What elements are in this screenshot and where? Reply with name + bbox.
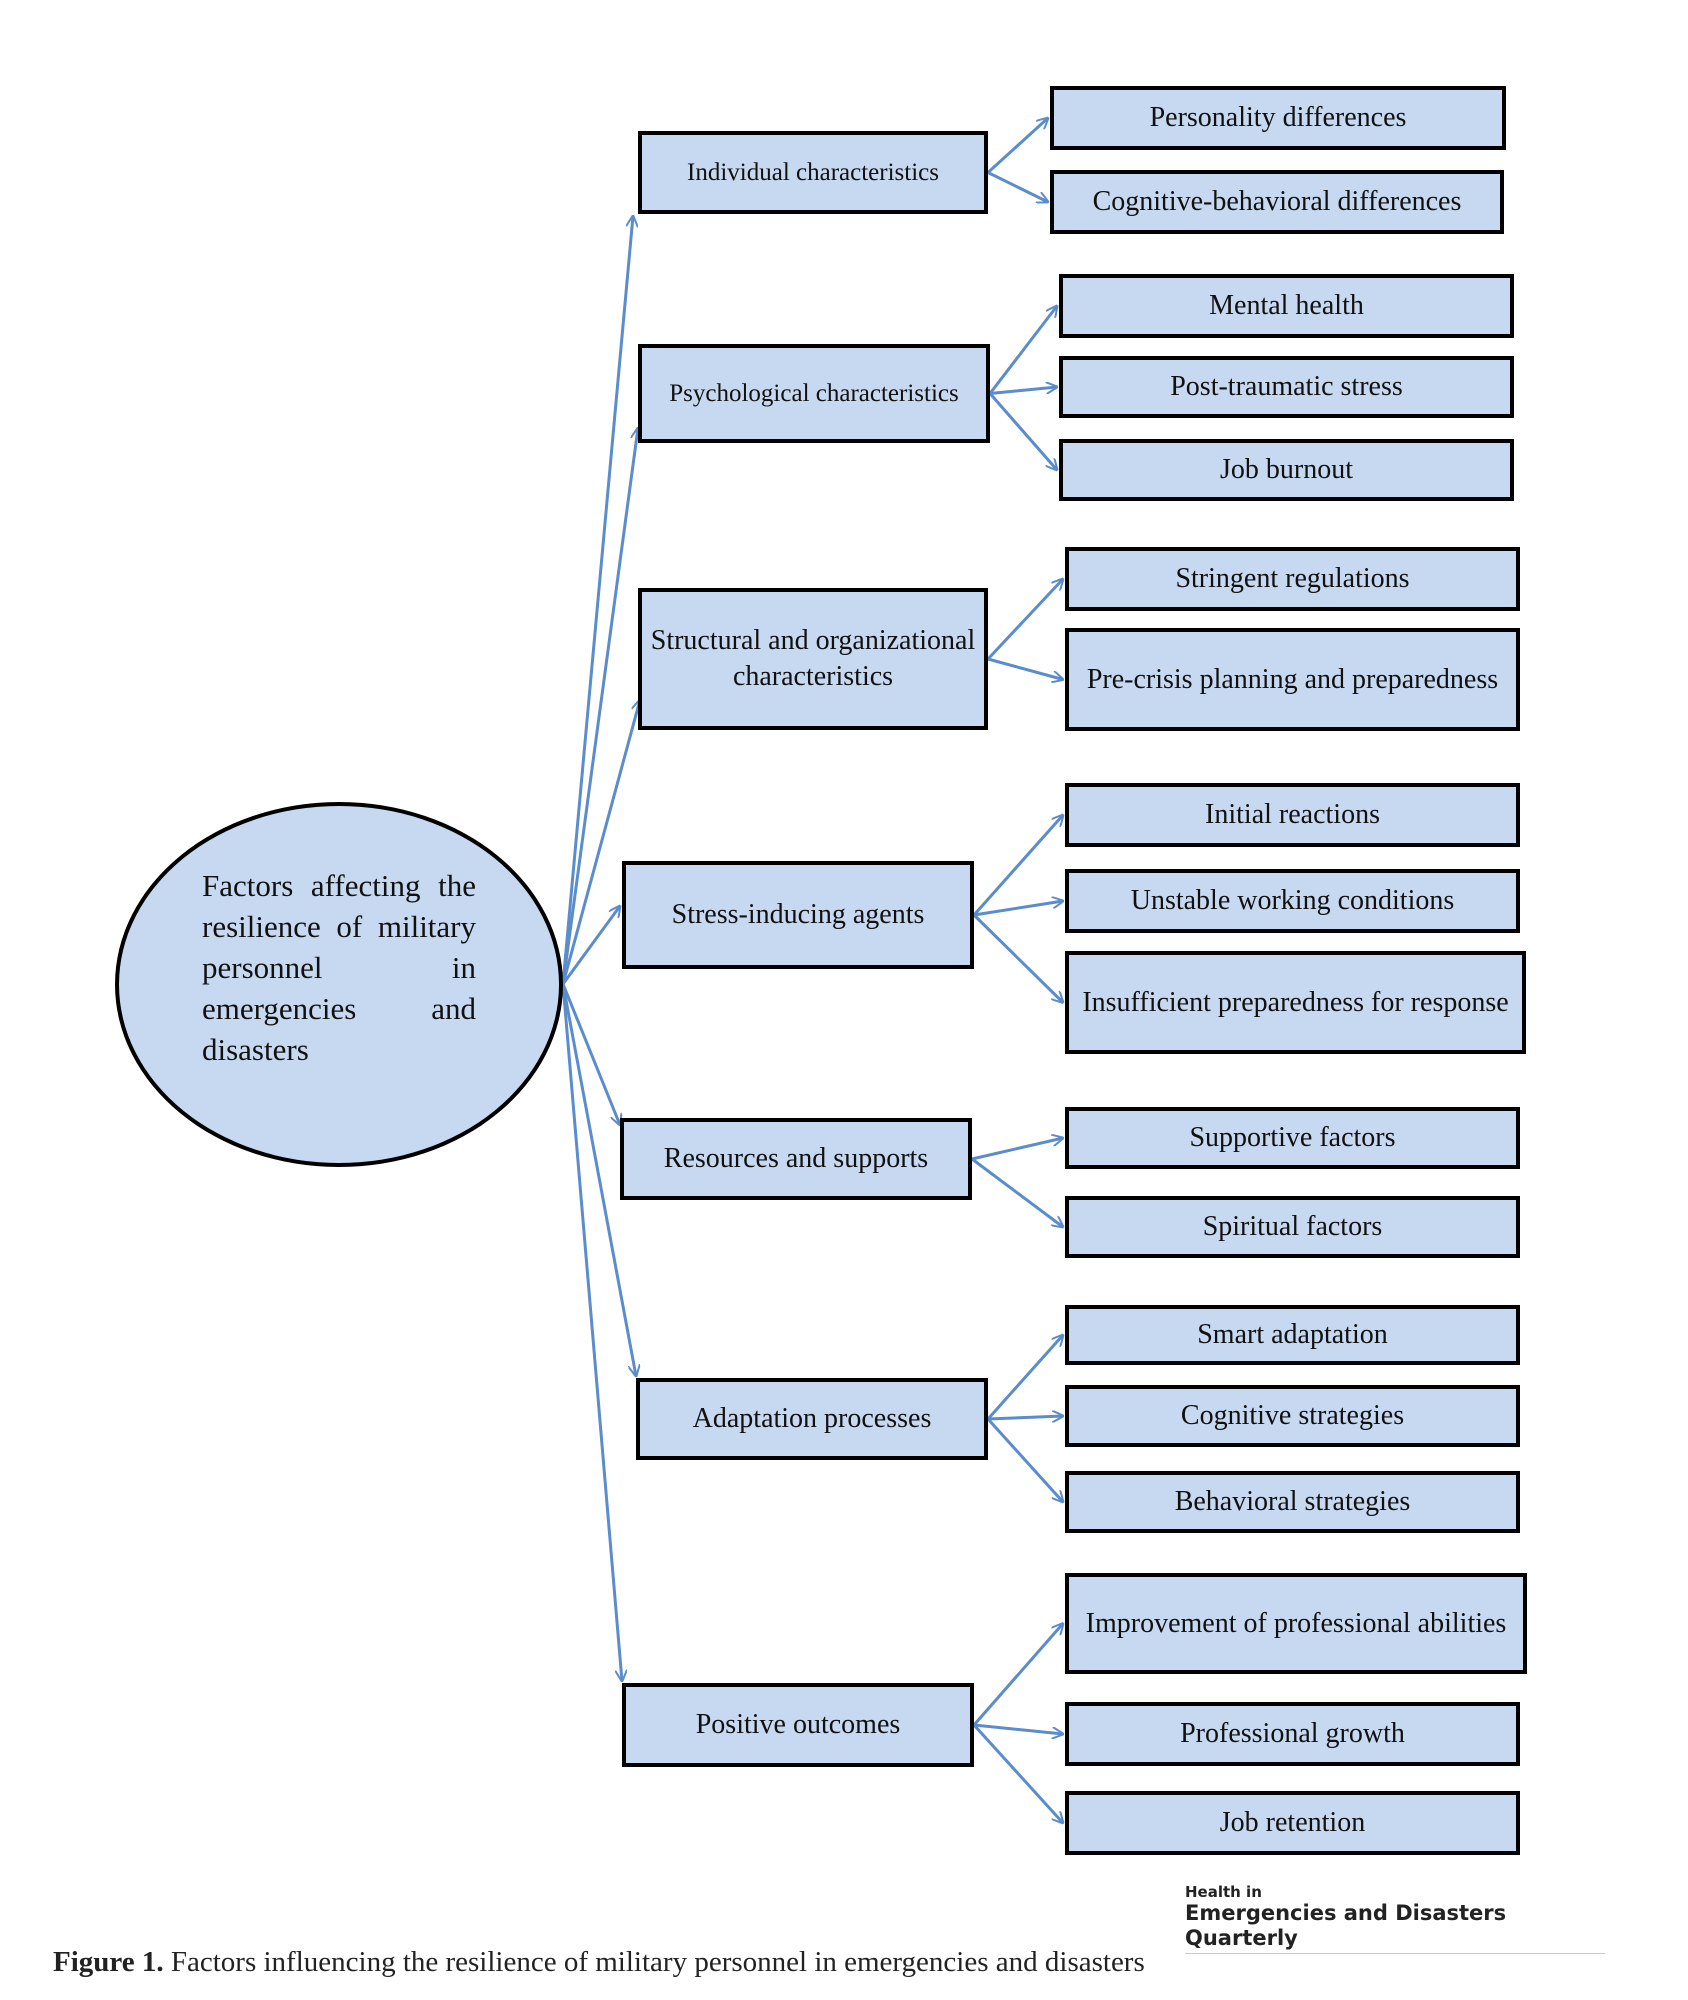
arrow-resources-and-supports-to-spiritual-factors — [971, 1157, 1063, 1227]
leaf-box-pre-crisis-planning-and-preparedness: Pre-crisis planning and preparedness — [1065, 628, 1520, 731]
leaf-box-insufficient-preparedness-for-response: Insufficient preparedness for response — [1065, 951, 1526, 1054]
leaf-box-smart-adaptation: Smart adaptation — [1065, 1305, 1520, 1365]
leaf-box-cognitive-strategies: Cognitive strategies — [1065, 1385, 1520, 1447]
arrow-positive-outcomes-to-professional-growth — [973, 1723, 1063, 1734]
arrow-positive-outcomes-to-job-retention — [972, 1723, 1063, 1823]
arrow-psychological-characteristics-to-job-burnout — [988, 392, 1057, 471]
arrow-root-to-psychological-characteristics — [561, 428, 638, 985]
arrow-individual-characteristics-to-cognitive-behavioral-differences — [987, 171, 1048, 203]
arrow-root-to-resources-and-supports — [561, 983, 620, 1125]
leaf-box-behavioral-strategies: Behavioral strategies — [1065, 1471, 1520, 1533]
arrow-adaptation-processes-to-smart-adaptation — [986, 1335, 1063, 1420]
leaf-box-post-traumatic-stress: Post-traumatic stress — [1059, 356, 1514, 418]
leaf-box-job-burnout: Job burnout — [1059, 439, 1514, 501]
leaf-box-supportive-factors: Supportive factors — [1065, 1107, 1520, 1169]
arrow-structural-and-organizational-characteristics-to-stringent-regulations — [986, 579, 1063, 661]
figure-caption: Figure 1. Factors influencing the resili… — [53, 1946, 1653, 1979]
arrow-resources-and-supports-to-supportive-factors — [971, 1138, 1063, 1161]
leaf-box-job-retention: Job retention — [1065, 1791, 1520, 1855]
category-box-adaptation-processes: Adaptation processes — [636, 1378, 988, 1460]
caption-label: Figure 1. — [53, 1946, 164, 1978]
leaf-box-cognitive-behavioral-differences: Cognitive-behavioral differences — [1050, 170, 1504, 234]
arrow-adaptation-processes-to-cognitive-strategies — [987, 1416, 1063, 1419]
category-box-stress-inducing-agents: Stress-inducing agents — [622, 861, 974, 969]
leaf-box-mental-health: Mental health — [1059, 274, 1514, 338]
root-node-ellipse — [115, 802, 563, 1167]
root-node-label: Factors affecting the resilience of mili… — [202, 868, 476, 1067]
arrow-stress-inducing-agents-to-unstable-working-conditions — [973, 901, 1063, 917]
arrow-root-to-adaptation-processes — [561, 983, 636, 1376]
leaf-box-professional-growth: Professional growth — [1065, 1702, 1520, 1766]
category-box-resources-and-supports: Resources and supports — [620, 1118, 972, 1200]
arrow-psychological-characteristics-to-mental-health — [988, 306, 1057, 395]
caption-text: Factors influencing the resilience of mi… — [170, 1946, 1145, 1978]
arrow-root-to-positive-outcomes — [561, 983, 622, 1681]
arrow-root-to-stress-inducing-agents — [561, 906, 620, 985]
arrow-structural-and-organizational-characteristics-to-pre-crisis-planning-and-preparedness — [987, 657, 1063, 680]
leaf-box-spiritual-factors: Spiritual factors — [1065, 1196, 1520, 1258]
leaf-box-personality-differences: Personality differences — [1050, 86, 1506, 150]
arrow-stress-inducing-agents-to-initial-reactions — [972, 815, 1063, 916]
arrow-individual-characteristics-to-personality-differences — [986, 118, 1048, 174]
arrow-stress-inducing-agents-to-insufficient-preparedness-for-response — [972, 913, 1063, 1003]
leaf-box-unstable-working-conditions: Unstable working conditions — [1065, 869, 1520, 933]
leaf-box-improvement-of-professional-abilities: Improvement of professional abilities — [1065, 1573, 1527, 1674]
leaf-box-stringent-regulations: Stringent regulations — [1065, 547, 1520, 611]
category-box-structural-and-organizational-characteristics: Structural and organizational characteri… — [638, 588, 988, 730]
category-box-individual-characteristics: Individual characteristics — [638, 131, 988, 214]
arrow-root-to-structural-and-organizational-characteristics — [561, 700, 640, 985]
arrow-adaptation-processes-to-behavioral-strategies — [986, 1417, 1063, 1502]
logo-line-2: Emergencies and Disasters Quarterly — [1185, 1901, 1605, 1954]
category-box-positive-outcomes: Positive outcomes — [622, 1683, 974, 1767]
arrow-positive-outcomes-to-improvement-of-professional-abilities — [972, 1624, 1063, 1726]
arrow-psychological-characteristics-to-post-traumatic-stress — [989, 387, 1057, 395]
logo-line-1: Health in — [1185, 1883, 1262, 1901]
category-box-psychological-characteristics: Psychological characteristics — [638, 344, 990, 443]
arrow-root-to-individual-characteristics — [561, 216, 633, 985]
leaf-box-initial-reactions: Initial reactions — [1065, 783, 1520, 847]
journal-logo: Health in Emergencies and Disasters Quar… — [1185, 1884, 1605, 1954]
